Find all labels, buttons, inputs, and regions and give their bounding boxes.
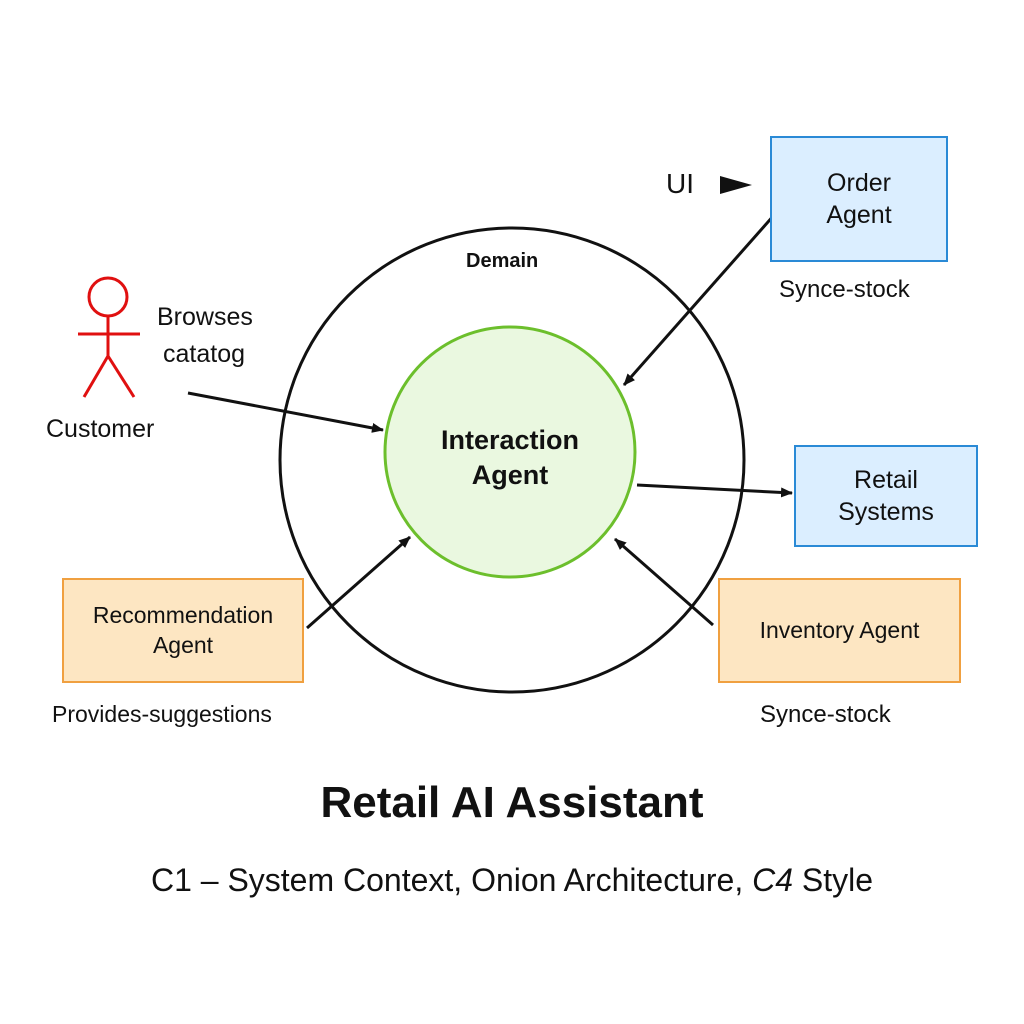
- arrow-inventory-to-core: [614, 537, 714, 627]
- recommendation-agent-line1: Recommendation: [92, 601, 274, 628]
- arrow-core-to-retail: [636, 483, 793, 498]
- recommendation-agent-line2: Agent: [152, 631, 214, 658]
- customer-actor-icon: [78, 276, 140, 398]
- subtitle-italic: C4: [752, 862, 794, 898]
- subtitle-prefix: C1 – System Context, Onion Architecture,: [150, 862, 744, 898]
- retail-systems-box[interactable]: Retail Systems: [794, 445, 978, 547]
- diagram-title: Retail AI Assistant: [320, 778, 704, 827]
- inventory-agent-box[interactable]: Inventory Agent: [718, 578, 961, 683]
- customer-action-line2: catatog: [163, 340, 246, 368]
- interaction-agent-line1: Interaction: [440, 424, 580, 455]
- order-agent-caption: Synce-stock: [779, 276, 910, 303]
- arrow-order-to-core: [622, 213, 777, 386]
- inventory-agent-label: Inventory Agent: [759, 616, 920, 643]
- arrow-recommendation-to-core: [306, 535, 411, 630]
- ui-label: UI: [666, 168, 694, 199]
- retail-systems-line1: Retail: [854, 465, 918, 494]
- order-agent-line2: Agent: [826, 201, 892, 229]
- order-agent-line1: Order: [827, 168, 891, 197]
- arrow-customer-to-core: [187, 391, 384, 433]
- customer-action-line1: Browses: [157, 303, 253, 331]
- diagram-subtitle: C1 – System Context, Onion Architecture,…: [0, 862, 1024, 899]
- ui-arrow-icon: [720, 176, 752, 194]
- subtitle-suffix: Style: [801, 862, 874, 898]
- interaction-agent-circle[interactable]: [383, 325, 637, 579]
- recommendation-agent-caption: Provides-suggestions: [52, 701, 272, 727]
- domain-label: Demain: [466, 250, 539, 272]
- domain-ring: [278, 226, 746, 694]
- customer-label: Customer: [46, 415, 155, 443]
- retail-systems-line2: Systems: [838, 498, 934, 526]
- recommendation-agent-box[interactable]: Recommendation Agent: [62, 578, 304, 683]
- inventory-agent-caption: Synce-stock: [760, 701, 891, 728]
- interaction-agent-line2: Agent: [471, 460, 549, 490]
- order-agent-box[interactable]: Order Agent: [770, 136, 948, 262]
- interaction-agent-label[interactable]: Interaction Agent: [400, 420, 620, 496]
